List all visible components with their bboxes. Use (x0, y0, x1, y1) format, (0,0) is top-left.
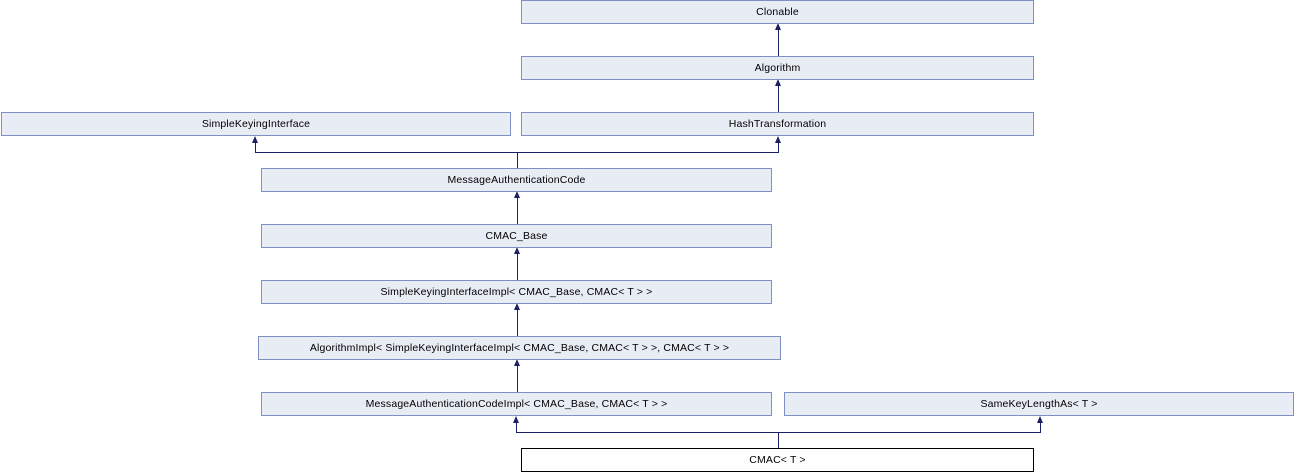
edge-algorithm-to-clonable-line (778, 30, 779, 56)
edge-mac-bracket-drop (517, 152, 518, 168)
edge-algoimpl-to-skii-line (517, 310, 518, 336)
edge-algorithm-to-clonable-arrow (774, 23, 781, 30)
class-node-cmac-base[interactable]: CMAC_Base (261, 224, 772, 248)
edge-cmacbase-to-mac-line (517, 198, 518, 224)
class-node-algorithm[interactable]: Algorithm (521, 56, 1034, 80)
edge-skii-to-cmacbase-arrow (513, 247, 520, 254)
class-node-messageauthenticationcode[interactable]: MessageAuthenticationCode (261, 168, 772, 192)
class-node-simplekeyinginterface[interactable]: SimpleKeyingInterface (1, 112, 511, 136)
edge-mac-bracket-riser-left (255, 143, 256, 153)
class-node-samekeylengthas[interactable]: SameKeyLengthAs< T > (784, 392, 1294, 416)
edge-macimpl-to-algoimpl-line (517, 366, 518, 392)
edge-macimpl-to-algoimpl-arrow (513, 359, 520, 366)
edge-hashtransform-to-algorithm-arrow (774, 79, 781, 86)
edge-cmacbase-to-mac-arrow (513, 191, 520, 198)
class-node-clonable[interactable]: Clonable (521, 0, 1034, 24)
edge-cmac-bracket-riser-left (516, 423, 517, 433)
class-node-simplekeyinginterfaceimpl[interactable]: SimpleKeyingInterfaceImpl< CMAC_Base, CM… (261, 280, 772, 304)
class-node-algorithmimpl[interactable]: AlgorithmImpl< SimpleKeyingInterfaceImpl… (258, 336, 781, 360)
class-node-cmac[interactable]: CMAC< T > (521, 448, 1034, 472)
edge-cmac-to-macimpl-arrow (512, 416, 519, 423)
class-node-messageauthenticationcodeimpl[interactable]: MessageAuthenticationCodeImpl< CMAC_Base… (261, 392, 772, 416)
edge-cmac-bracket-riser-right (1040, 423, 1041, 433)
edge-mac-to-simplekeying-arrow (251, 136, 258, 143)
edge-cmac-bracket-drop (778, 432, 779, 448)
class-node-hashtransformation[interactable]: HashTransformation (521, 112, 1034, 136)
edge-cmac-to-samekeylength-arrow (1036, 416, 1043, 423)
edge-mac-bracket-riser-right (778, 143, 779, 153)
edge-algoimpl-to-skii-arrow (513, 303, 520, 310)
edge-skii-to-cmacbase-line (517, 254, 518, 280)
edge-mac-to-hashtransform-arrow (774, 136, 781, 143)
edge-hashtransform-to-algorithm-line (778, 86, 779, 112)
